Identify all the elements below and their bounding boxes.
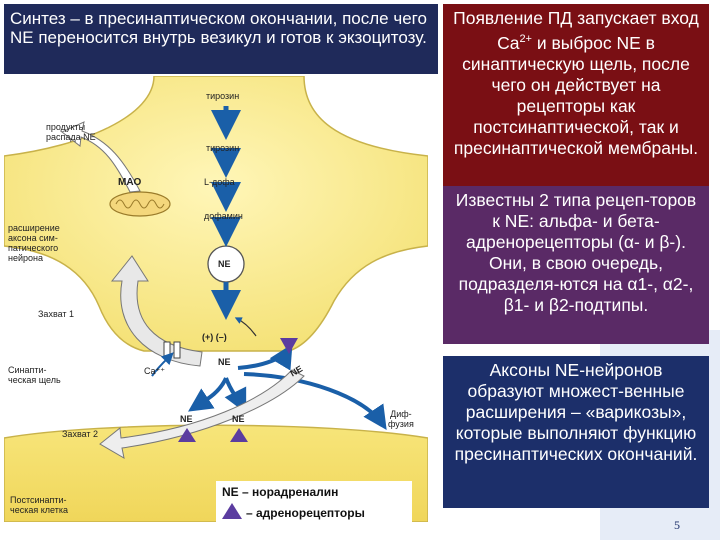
label-uptake2: Захват 2	[62, 429, 99, 439]
varicosities-text: Аксоны NE-нейронов образуют множест-венн…	[454, 360, 698, 464]
label-plus-minus: (+) (–)	[202, 332, 227, 342]
legend-receptor: – адренорецепторы	[246, 506, 365, 520]
page-number: 5	[674, 518, 680, 532]
beta-symbol: β	[659, 232, 670, 252]
ca-influx-arrow	[151, 352, 174, 377]
postsynaptic-receptor-2	[230, 428, 248, 442]
label-ne-vesicle: NE	[218, 259, 231, 269]
receptor-text-1: Известны 2 типа рецеп-торов к NE: альфа-…	[455, 190, 697, 252]
presynaptic-receptor	[280, 338, 298, 354]
uptake1-arrow	[110, 255, 203, 367]
mao-products-arrow	[61, 121, 141, 193]
label-tyrosine-2: тирозин	[206, 143, 240, 153]
label-ldopa: L-дофа	[204, 177, 235, 187]
alpha1-subtype: α1-,	[627, 274, 663, 294]
label-uptake1: Захват 1	[38, 309, 75, 319]
beta2-subtype: β2-подтипы.	[548, 295, 649, 315]
alpha-symbol: α	[623, 232, 635, 252]
label-axon-expansion: расширение аксона сим- патического нейро…	[8, 223, 60, 263]
legend-receptor-icon	[222, 503, 242, 519]
label-ne-post-1: NE	[180, 414, 193, 424]
receptor-types-box: Известны 2 типа рецеп-торов к NE: альфа-…	[443, 186, 709, 344]
legend: NE – норадреналин – адренорецепторы	[216, 481, 412, 523]
ap-text-1: Появление ПД запускает вход Ca	[453, 8, 699, 53]
presynaptic-terminal	[3, 75, 429, 352]
label-dopamine: дофамин	[204, 211, 243, 221]
label-synaptic-cleft: Синапти- ческая щель	[8, 365, 61, 385]
alpha2-subtype: α2-,	[662, 274, 694, 294]
receptor-text-2: - и	[634, 232, 660, 252]
release-to-postsyn-arrow-1	[188, 377, 228, 412]
postsynaptic-receptor-1	[178, 428, 196, 442]
synapse-svg	[3, 75, 429, 523]
title-box: Синтез – в пресинаптическом окончании, п…	[4, 4, 438, 74]
diffusion-arrow	[243, 372, 387, 430]
ap-text-2: и выброс NE в синаптическую щель, после …	[453, 32, 699, 158]
label-postsynaptic-cell: Постсинапти- ческая клетка	[10, 495, 68, 515]
legend-ne: NE – норадреналин	[222, 485, 339, 499]
uptake2-arrow	[99, 369, 305, 459]
label-ca: Ca⁺⁺	[144, 366, 166, 376]
label-ne-post-2: NE	[232, 414, 245, 424]
receptor-text-3: -). Они, в свою очередь, подразделя-ются…	[458, 232, 686, 294]
title-text: Синтез – в пресинаптическом окончании, п…	[10, 9, 427, 47]
action-potential-box: Появление ПД запускает вход Ca2+ и выбро…	[443, 4, 709, 186]
label-tyrosine-top: тирозин	[206, 91, 240, 101]
beta1-subtype: β1- и	[503, 295, 549, 315]
synapse-diagram: тирозин продукты распада NE тирозин MAO …	[3, 75, 429, 523]
label-mao-products: продукты распада NE	[46, 122, 96, 142]
label-ne-cleft: NE	[218, 357, 231, 367]
varicosities-box: Аксоны NE-нейронов образуют множест-венн…	[443, 356, 709, 508]
label-mao: MAO	[118, 177, 142, 188]
mitochondrion-cristae	[115, 199, 165, 209]
label-diffusion: Диф- фузия	[388, 409, 414, 429]
ca-channel-right	[173, 341, 181, 359]
feedback-arrow	[234, 317, 257, 337]
ca-superscript: 2+	[519, 33, 532, 45]
